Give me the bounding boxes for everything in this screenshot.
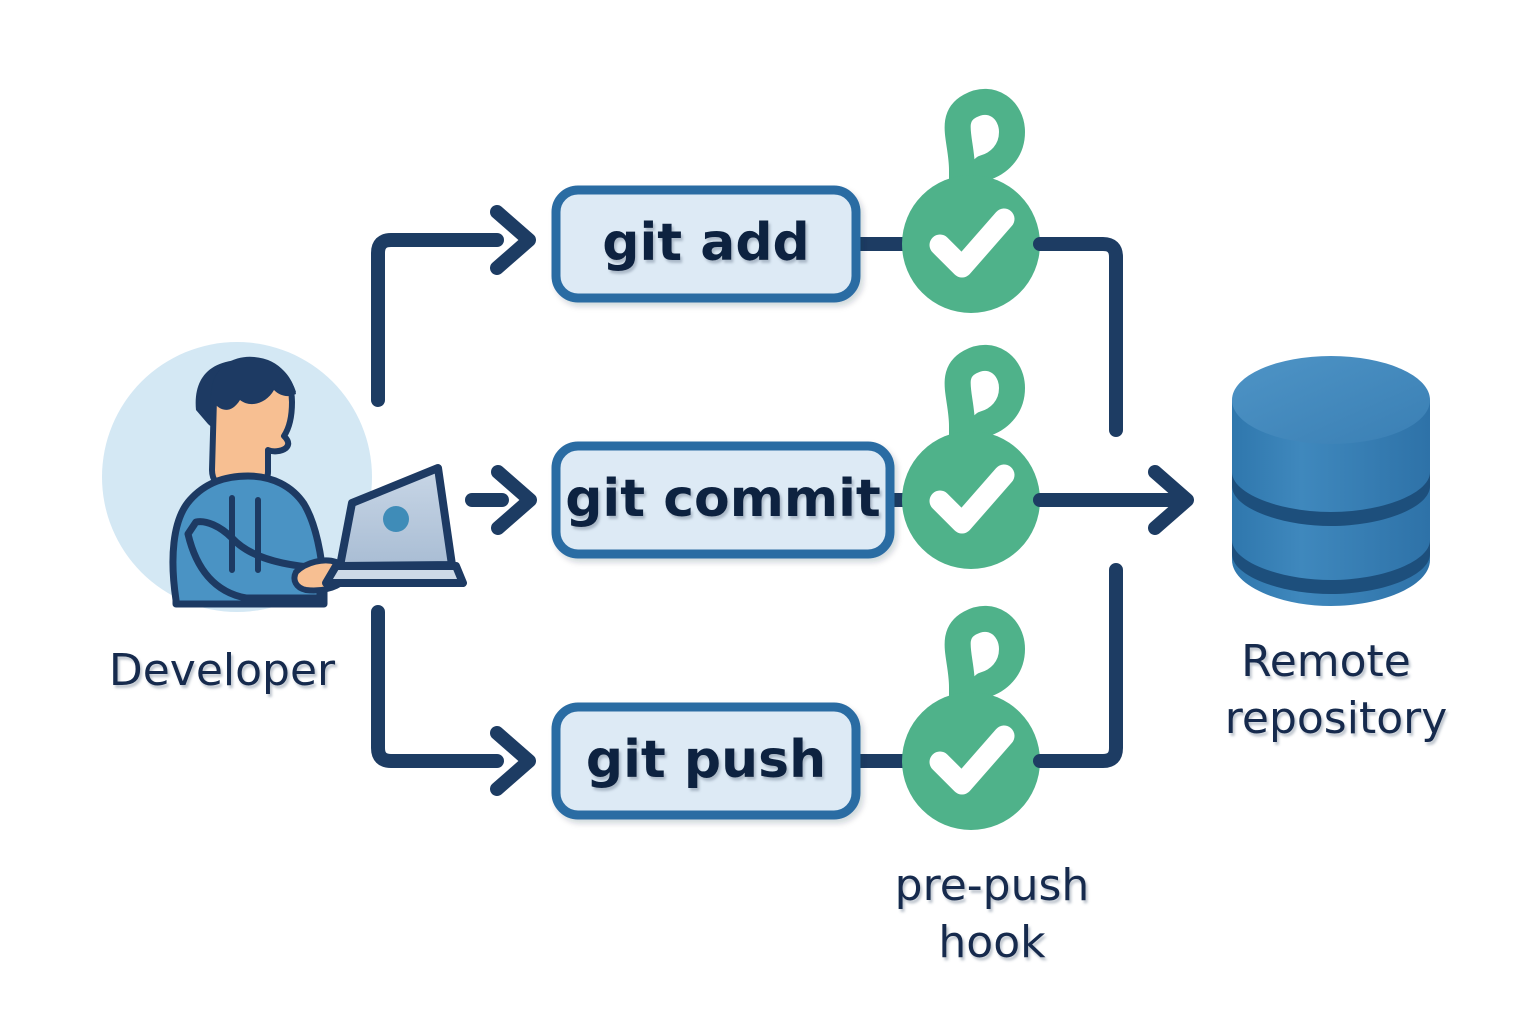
db-body bbox=[1232, 400, 1430, 606]
arrowhead-remote-repository bbox=[1148, 465, 1194, 535]
database-cylinder-icon[interactable] bbox=[1232, 356, 1430, 606]
git-add-label: git add bbox=[602, 213, 810, 273]
pre-push-hook-label-line2: hook bbox=[938, 917, 1046, 968]
db-band-upper bbox=[1232, 472, 1430, 526]
check-icon-git-add bbox=[929, 208, 1015, 278]
arrowhead-git-add bbox=[490, 205, 536, 275]
command-box-git-push[interactable]: git push bbox=[551, 702, 861, 820]
git-add-box[interactable] bbox=[551, 185, 861, 303]
sleeve-folds bbox=[229, 495, 261, 573]
hook-curve-git-commit bbox=[944, 344, 1025, 497]
hook-curve-git-add bbox=[944, 88, 1025, 241]
remote-repository-label-line1: Remote bbox=[1241, 636, 1411, 687]
pre-push-hook-caption: pre-push hook bbox=[895, 860, 1090, 968]
db-band-lower bbox=[1232, 540, 1430, 594]
db-top-ellipse bbox=[1232, 356, 1430, 444]
git-push-box[interactable] bbox=[551, 702, 861, 820]
arrowhead-git-commit bbox=[491, 465, 537, 535]
command-box-git-add[interactable]: git add bbox=[551, 185, 861, 303]
git-commit-label: git commit bbox=[565, 469, 881, 529]
hair-fringe bbox=[211, 358, 296, 410]
green-hook-check-icon-git-commit[interactable] bbox=[902, 344, 1040, 569]
developer-at-laptop-icon bbox=[169, 356, 467, 608]
laptop-base bbox=[322, 562, 467, 587]
connector-developer-to-git-push bbox=[371, 605, 504, 768]
git-commit-box[interactable] bbox=[551, 441, 895, 559]
connector-developer-to-git-add bbox=[371, 233, 504, 407]
pre-push-hook-label-line1: pre-push bbox=[895, 860, 1090, 911]
remote-repository-node[interactable]: Remote repository bbox=[1225, 356, 1448, 744]
green-hook-check-icon-git-push[interactable] bbox=[902, 605, 1040, 830]
laptop-logo-dot bbox=[383, 506, 409, 532]
developer-avatar: Developer bbox=[102, 342, 467, 696]
git-push-label: git push bbox=[586, 730, 826, 790]
check-icon-git-commit bbox=[929, 464, 1015, 534]
hooks-to-remote-connectors bbox=[1033, 237, 1194, 768]
green-hook-check-icon-git-add[interactable] bbox=[902, 88, 1040, 313]
connector-hook-push-to-remote bbox=[1033, 563, 1123, 768]
connector-hook-add-to-remote bbox=[1033, 237, 1123, 437]
left-arrowheads bbox=[490, 205, 537, 796]
developer-label: Developer bbox=[109, 645, 336, 696]
arrowhead-git-push bbox=[490, 726, 536, 796]
shirt-arm bbox=[184, 518, 324, 602]
remote-repository-label-line2: repository bbox=[1225, 693, 1448, 744]
developer-to-commands-connectors bbox=[371, 233, 509, 768]
hook-curve-git-push bbox=[944, 605, 1025, 758]
command-box-git-commit[interactable]: git commit bbox=[551, 441, 895, 559]
check-icon-git-push bbox=[929, 725, 1015, 795]
